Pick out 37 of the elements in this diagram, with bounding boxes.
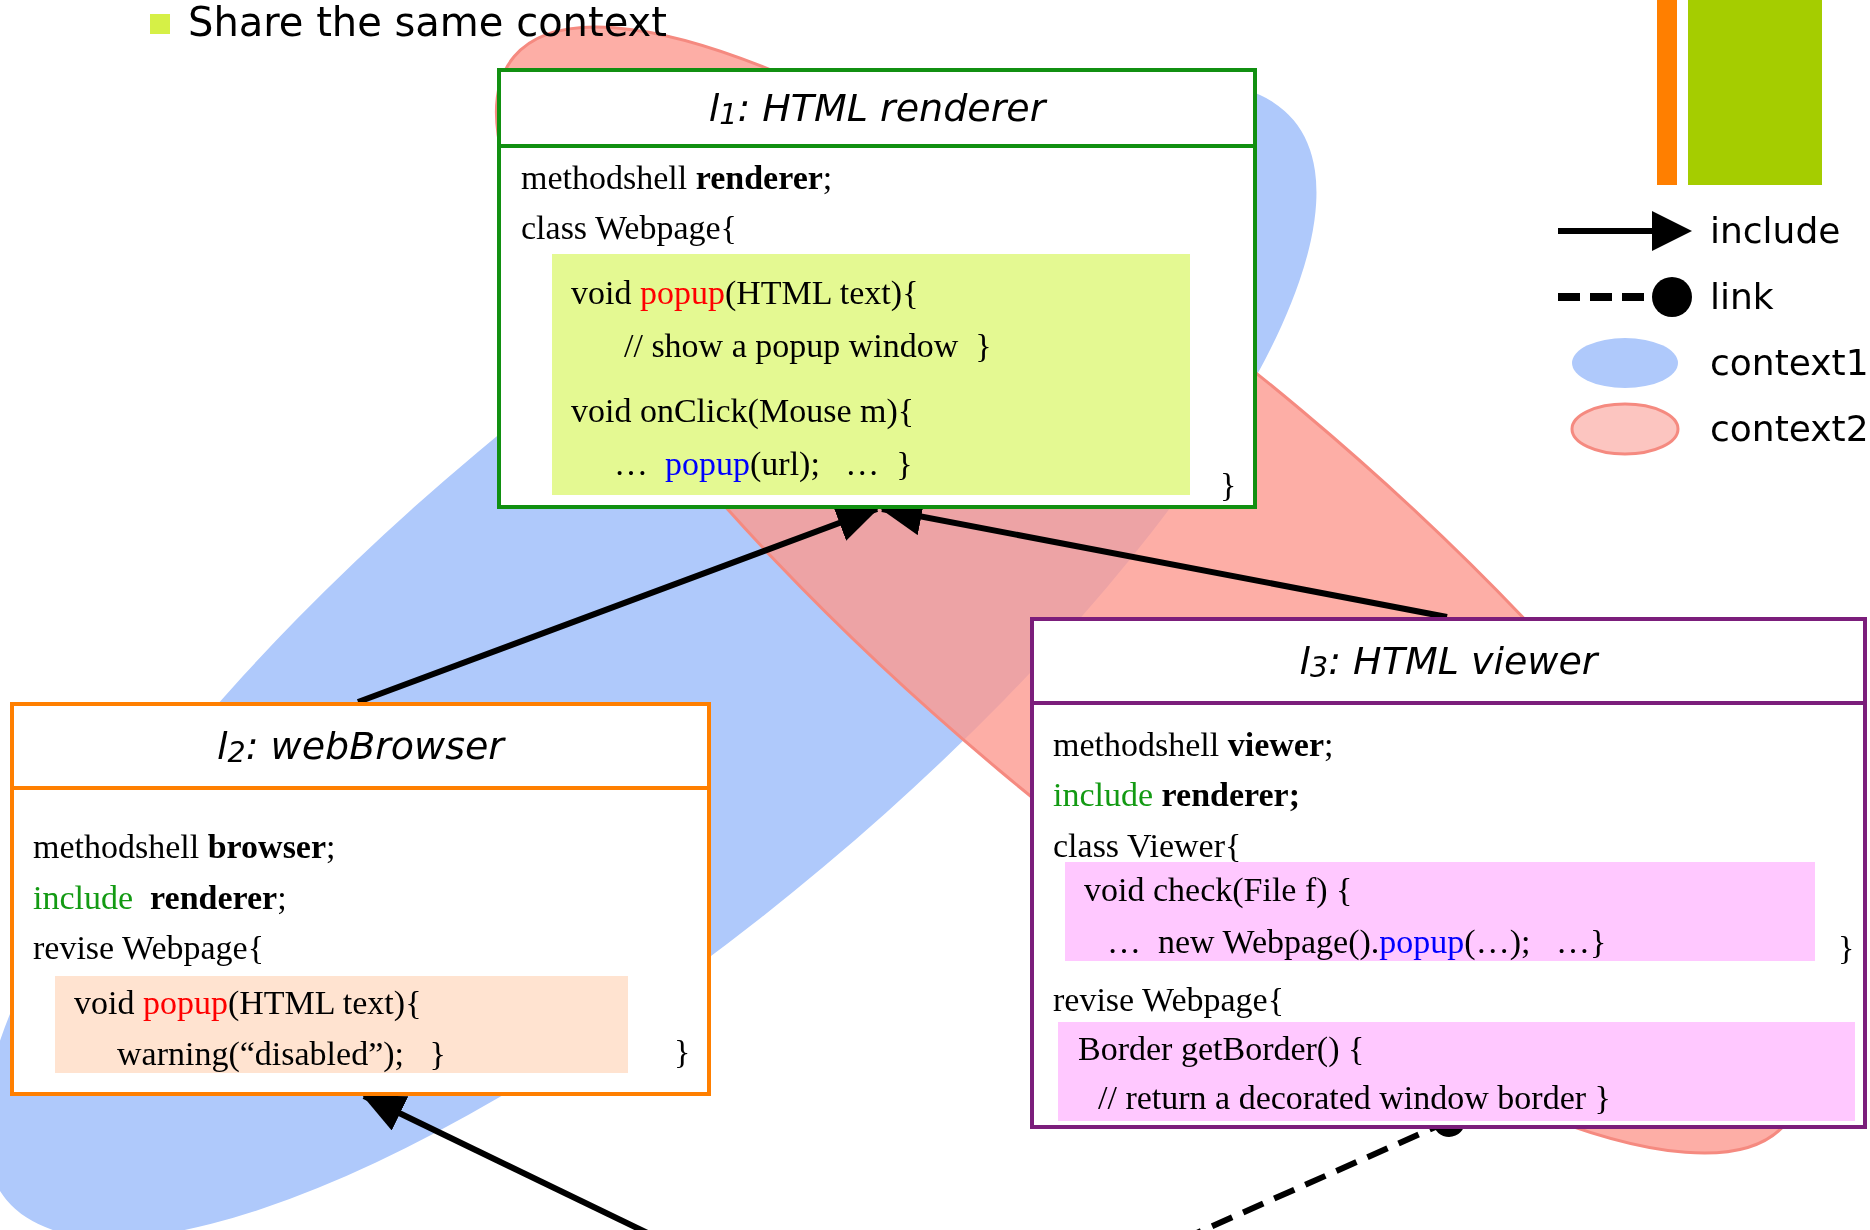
legend-label: context1 bbox=[1710, 343, 1869, 383]
legend-label: include bbox=[1710, 211, 1841, 251]
legend-label: context2 bbox=[1710, 409, 1869, 449]
code-line: … new Webpage().popup(…); …} bbox=[1107, 922, 1607, 962]
code-line: methodshell browser; bbox=[33, 827, 336, 867]
code-line: include renderer; bbox=[33, 878, 287, 918]
code-line: void popup(HTML text){ bbox=[571, 273, 919, 313]
code-line: warning(“disabled”); } bbox=[117, 1034, 446, 1074]
code-line: revise Webpage{ bbox=[1053, 980, 1285, 1020]
code-line: Border getBorder() { bbox=[1078, 1029, 1365, 1069]
code-panel bbox=[552, 254, 1190, 495]
closing-brace: } bbox=[1838, 928, 1855, 968]
code-line: methodshell renderer; bbox=[521, 158, 833, 198]
closing-brace: } bbox=[674, 1032, 691, 1072]
box-title: l$_{2}$: webBrowser bbox=[14, 706, 707, 790]
component-box bbox=[10, 702, 711, 1096]
code-panel bbox=[1058, 1022, 1855, 1121]
box-title: l$_{3}$: HTML viewer bbox=[1034, 621, 1863, 705]
code-line: revise Webpage{ bbox=[33, 928, 265, 968]
heading-text: Share the same context bbox=[188, 0, 667, 46]
code-line: void onClick(Mouse m){ bbox=[571, 391, 915, 431]
code-line: void popup(HTML text){ bbox=[74, 983, 422, 1023]
code-line: class Webpage{ bbox=[521, 208, 737, 248]
code-line: include renderer; bbox=[1053, 775, 1301, 815]
code-line: class Viewer{ bbox=[1053, 826, 1242, 866]
code-line: // show a popup window } bbox=[624, 326, 992, 366]
code-line: // return a decorated window border } bbox=[1098, 1078, 1611, 1118]
component-box bbox=[1030, 617, 1867, 1129]
code-panel bbox=[1065, 862, 1815, 961]
code-line: methodshell viewer; bbox=[1053, 725, 1334, 765]
component-box bbox=[497, 68, 1257, 509]
box-title: l$_{1}$: HTML renderer bbox=[501, 72, 1253, 148]
closing-brace: } bbox=[1220, 465, 1237, 505]
legend-label: link bbox=[1710, 277, 1774, 317]
code-panel bbox=[55, 976, 628, 1073]
code-line: void check(File f) { bbox=[1084, 870, 1353, 910]
code-line: … popup(url); … } bbox=[614, 444, 913, 484]
